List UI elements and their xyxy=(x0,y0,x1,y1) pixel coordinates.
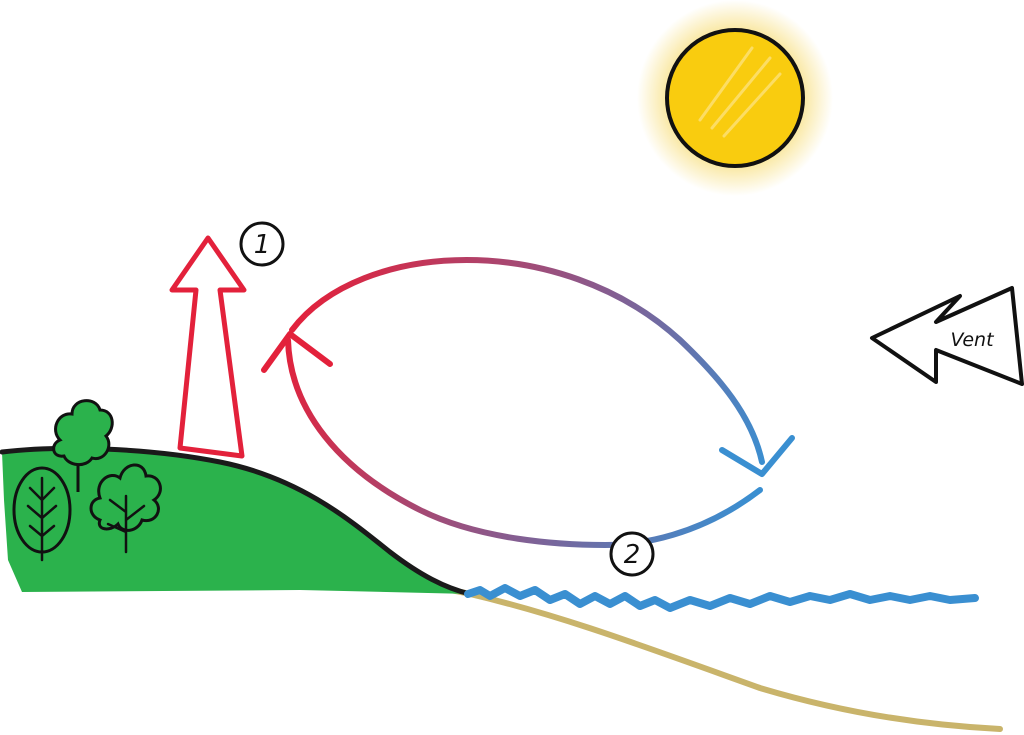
marker-2-label: 2 xyxy=(624,540,641,570)
wind-label: Vent xyxy=(950,329,995,351)
marker-1: 1 xyxy=(239,221,285,267)
loop-arrowhead-blue xyxy=(719,435,795,477)
marker-2: 2 xyxy=(609,531,655,577)
tree-round xyxy=(52,399,114,492)
tree-branchy xyxy=(89,463,162,554)
marker-1-label: 1 xyxy=(254,230,271,260)
land-hill xyxy=(2,448,470,594)
wind-arrow-icon: Vent xyxy=(870,286,1024,386)
up-arrow-icon xyxy=(169,235,247,459)
sea-surface xyxy=(464,584,979,612)
loop-arrowhead-red xyxy=(261,331,333,373)
sun-icon xyxy=(637,0,833,196)
circulation-loop xyxy=(285,257,765,549)
tree-oval xyxy=(12,466,72,562)
